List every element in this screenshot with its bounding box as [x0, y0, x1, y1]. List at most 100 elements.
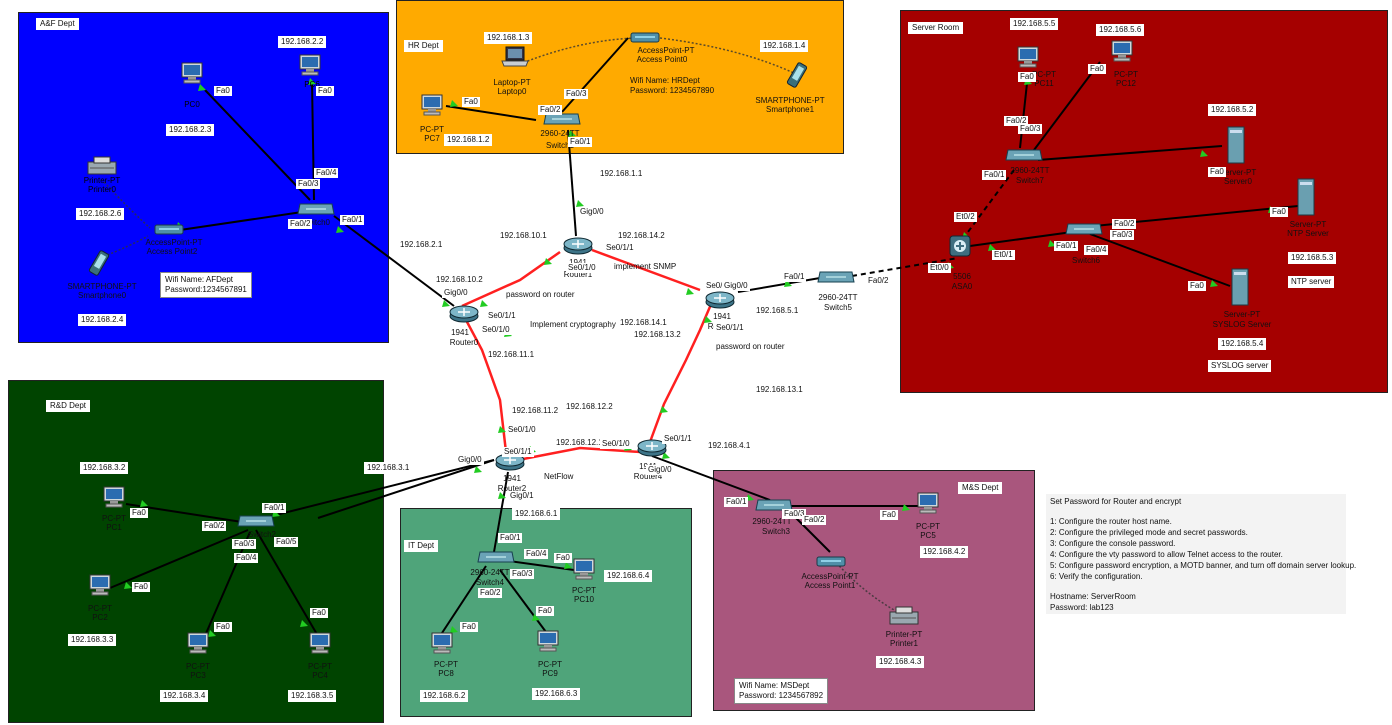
port-marker [564, 562, 572, 569]
device-type-printer1: Printer-PT [885, 630, 923, 639]
port-tag: Fa0 [1188, 281, 1206, 291]
firewall-icon[interactable] [948, 234, 972, 258]
device-type-switch1: 2960-24TT [540, 129, 580, 138]
port-tag: Fa0/1 [340, 215, 365, 225]
laptop-icon[interactable] [500, 46, 530, 68]
switch-icon[interactable] [476, 550, 516, 564]
zone-title-af: A&F Dept [36, 18, 79, 30]
device-type-syslog: Server-PT [1223, 310, 1261, 319]
port-tag: Se0/1/0 [506, 425, 538, 435]
switch-icon[interactable] [1064, 222, 1104, 236]
ip-sr-ntp: 192.168.5.3 [1288, 252, 1337, 264]
ip-r1-r5: 192.168.14.2 [618, 231, 665, 240]
pc-icon[interactable] [308, 632, 332, 654]
port-marker [124, 582, 132, 589]
printer-icon[interactable] [86, 156, 118, 176]
pc-icon[interactable] [180, 62, 204, 84]
link-pc2-switch2 [109, 529, 249, 589]
ip-r2-r4: 192.168.12.2 [566, 402, 613, 411]
pc-icon[interactable] [430, 632, 454, 654]
port-tag: Se0/1/0 [600, 439, 632, 449]
link-switch6-syslog [1089, 233, 1231, 287]
link-pc3-switch2 [203, 531, 251, 639]
smartphone-icon[interactable] [88, 250, 110, 276]
pc-icon[interactable] [88, 574, 112, 596]
device-label-pc12: PC12 [1115, 79, 1137, 88]
smartphone-icon[interactable] [786, 62, 808, 88]
task-step: 6: Verify the configuration. [1050, 572, 1143, 581]
link-switch7-asa [961, 169, 1015, 241]
port-tag: Fa0 [536, 606, 554, 616]
port-marker [1210, 280, 1218, 287]
switch-icon[interactable] [816, 270, 856, 284]
port-tag: Et0/2 [954, 212, 977, 222]
switch-icon[interactable] [542, 112, 582, 126]
server-icon[interactable] [1230, 268, 1250, 306]
port-tag: Se0/1/0 [704, 281, 736, 291]
device-type-pc10: PC-PT [572, 586, 596, 595]
device-label-router1: Router1 [563, 270, 593, 279]
server-icon[interactable] [1226, 126, 1246, 164]
ip-it-pc9: 192.168.6.3 [532, 688, 581, 700]
access-point-icon[interactable] [630, 30, 660, 44]
pc-icon[interactable] [916, 492, 940, 514]
pc-icon[interactable] [572, 558, 596, 580]
pc-icon[interactable] [420, 94, 444, 116]
switch-icon[interactable] [296, 202, 336, 216]
port-tag: Se0/1/0 [480, 325, 512, 335]
link-router2-switch4 [493, 471, 509, 553]
switch-icon[interactable] [236, 514, 276, 528]
port-tag: Fa0 [880, 510, 898, 520]
port-marker [300, 620, 308, 627]
pc-icon[interactable] [102, 486, 126, 508]
zone-title-it: IT Dept [404, 540, 439, 552]
device-label-pc3: PC3 [190, 671, 206, 680]
ip-hr-laptop: 192.168.1.3 [484, 32, 533, 44]
device-type-server0: Server-PT [1219, 168, 1257, 177]
port-marker [140, 500, 148, 507]
link-switch1-router1 [567, 129, 577, 237]
port-tag: Fa0/4 [1084, 245, 1109, 255]
pc-icon[interactable] [536, 630, 560, 652]
wifi-password-ms: Password: 1234567892 [739, 691, 824, 700]
router-icon[interactable] [562, 236, 594, 256]
device-label-pc4: PC4 [312, 671, 328, 680]
port-marker [336, 226, 344, 233]
zone-title-ms: M&S Dept [958, 482, 1003, 494]
port-tag: Fa0/1 [568, 137, 593, 147]
device-label-switch6: Switch6 [1071, 256, 1101, 265]
access-point-icon[interactable] [154, 222, 184, 236]
switch-icon[interactable] [1004, 148, 1044, 162]
printer-icon[interactable] [888, 606, 920, 626]
router-icon[interactable] [494, 452, 526, 472]
task-note: Set Password for Router and encrypt 1: C… [1046, 494, 1356, 614]
port-tag: Fa0 [1018, 72, 1036, 82]
ip-r0-r1: 192.168.10.1 [500, 231, 547, 240]
access-point-icon[interactable] [816, 554, 846, 568]
router-icon[interactable] [636, 438, 668, 458]
port-tag: Fa0/2 [202, 521, 227, 531]
pc-icon[interactable] [298, 54, 322, 76]
port-tag: Fa0/3 [296, 179, 321, 189]
port-tag: Fa0/2 [866, 276, 891, 286]
device-type-asa: 5506 [953, 272, 971, 281]
device-type-switch4: 2960-24TT [470, 568, 510, 577]
switch-icon[interactable] [754, 498, 794, 512]
annotation-password-1: password on router [506, 290, 575, 299]
device-label-switch4: Switch4 [475, 578, 505, 587]
device-label-switch2: Switch2 [247, 530, 277, 539]
device-type-pc2: PC-PT [88, 604, 112, 613]
pc-icon[interactable] [186, 632, 210, 654]
pc-icon[interactable] [1110, 40, 1134, 62]
ip-rd-pc2: 192.168.3.3 [68, 634, 117, 646]
router-icon[interactable] [448, 304, 480, 324]
pc-icon[interactable] [1016, 46, 1040, 68]
server-icon[interactable] [1296, 178, 1316, 216]
link-switch1-ap0 [561, 37, 629, 113]
port-tag: Fa0/1 [1054, 241, 1079, 251]
link-pc0-switch0 [204, 89, 311, 201]
router-icon[interactable] [704, 290, 736, 310]
zone-hr-dept[interactable] [396, 0, 844, 154]
link-router4-switch3 [651, 455, 771, 501]
port-tag: Fa0/4 [524, 549, 549, 559]
